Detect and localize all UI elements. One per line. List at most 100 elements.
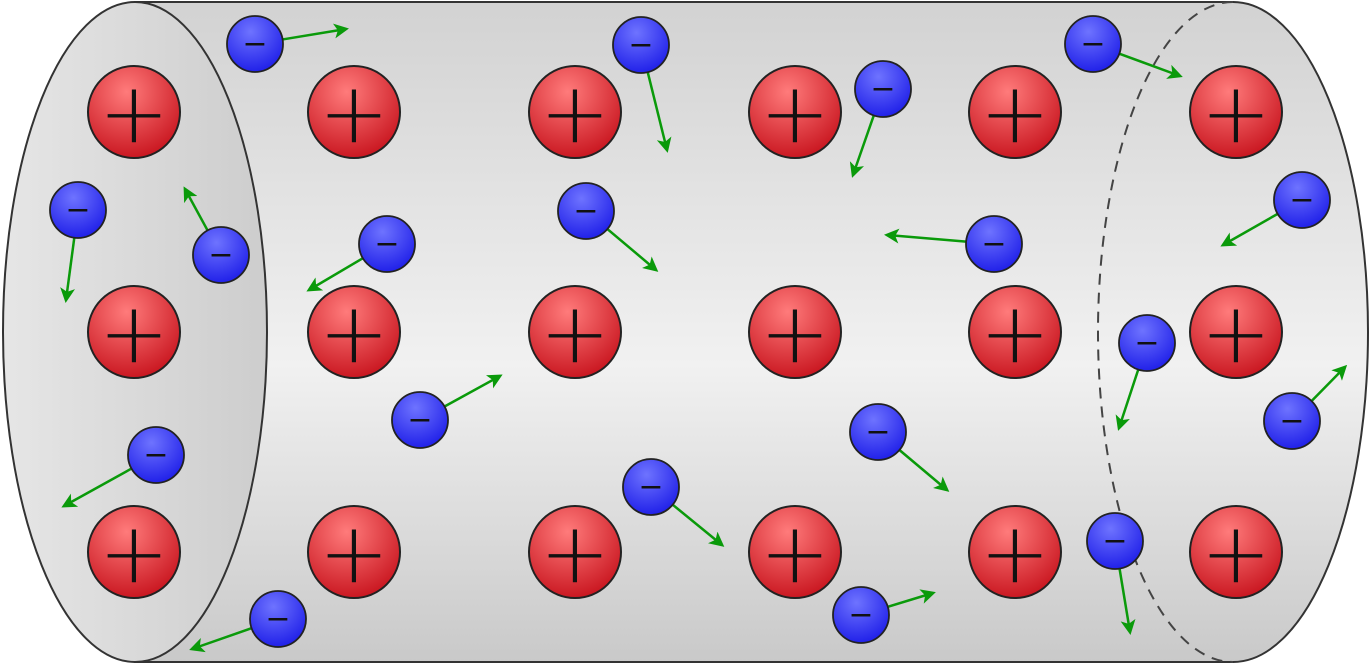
- plus-sign: +: [980, 64, 1050, 162]
- minus-sign: −: [638, 470, 663, 505]
- positive-ion: +: [968, 284, 1062, 382]
- plus-sign: +: [760, 64, 830, 162]
- ion-circle: [528, 505, 622, 599]
- plus-sign: +: [319, 504, 389, 602]
- positive-ion: +: [87, 64, 181, 162]
- plus-sign: +: [540, 284, 610, 382]
- positive-ion: +: [87, 284, 181, 382]
- electron: −: [557, 182, 615, 240]
- ion-circle: [307, 505, 401, 599]
- velocity-arrow: [60, 237, 76, 303]
- plus-sign: +: [540, 64, 610, 162]
- positive-ion: +: [307, 284, 401, 382]
- positive-ion: +: [528, 504, 622, 602]
- electron-circle: [1118, 314, 1176, 372]
- velocity-arrow: [1115, 369, 1140, 431]
- minus-sign: −: [870, 72, 895, 107]
- ion-circle: [307, 65, 401, 159]
- electron-circle: [358, 215, 416, 273]
- velocity-arrow: [884, 228, 967, 244]
- minus-sign: −: [242, 27, 267, 62]
- electron-circle: [1273, 171, 1331, 229]
- positive-ions: + + + + + + + + + + + + + + + + + +: [87, 64, 1283, 602]
- ion-circle: [968, 505, 1062, 599]
- conductor-hidden-edge: [1097, 1, 1234, 663]
- positive-ion: +: [87, 504, 181, 602]
- velocity-arrow: [606, 228, 659, 272]
- plus-sign: +: [760, 284, 830, 382]
- minus-sign: −: [407, 403, 432, 438]
- minus-sign: −: [848, 598, 873, 633]
- electron-circle: [127, 426, 185, 484]
- electron: −: [1263, 392, 1321, 450]
- electrons: −−−−−−−−−−−−−−−−−−−: [49, 15, 1331, 648]
- electron-circle: [612, 16, 670, 74]
- minus-sign: −: [1134, 326, 1159, 361]
- electron: −: [391, 391, 449, 449]
- plus-sign: +: [1201, 284, 1271, 382]
- velocity-arrow: [849, 115, 875, 178]
- positive-ion: +: [528, 284, 622, 382]
- ion-circle: [968, 285, 1062, 379]
- electron: −: [249, 590, 307, 648]
- velocity-arrow: [1118, 52, 1183, 79]
- velocity-arrow: [646, 71, 672, 153]
- plus-sign: +: [99, 64, 169, 162]
- ion-circle: [1189, 285, 1283, 379]
- velocity-arrow: [887, 589, 936, 609]
- electron-circle: [49, 181, 107, 239]
- ion-circle: [748, 65, 842, 159]
- ion-circle: [87, 65, 181, 159]
- plus-sign: +: [1201, 64, 1271, 162]
- ion-circle: [748, 285, 842, 379]
- ion-circle: [1189, 65, 1283, 159]
- electron: −: [612, 16, 670, 74]
- minus-sign: −: [1080, 27, 1105, 62]
- electron: −: [965, 215, 1023, 273]
- electron: −: [1118, 314, 1176, 372]
- minus-sign: −: [573, 194, 598, 229]
- velocity-arrow: [189, 627, 252, 653]
- plus-sign: +: [540, 504, 610, 602]
- positive-ion: +: [1189, 284, 1283, 382]
- electron-circle: [192, 226, 250, 284]
- ion-circle: [87, 285, 181, 379]
- electron: −: [622, 458, 680, 516]
- positive-ion: +: [1189, 64, 1283, 162]
- minus-sign: −: [981, 227, 1006, 262]
- ion-circle: [748, 505, 842, 599]
- electron: −: [849, 403, 907, 461]
- electron-circle: [849, 403, 907, 461]
- velocity-arrow: [61, 467, 133, 508]
- velocity-arrow: [306, 257, 364, 292]
- minus-sign: −: [374, 227, 399, 262]
- ion-circle: [528, 65, 622, 159]
- velocity-arrow: [1220, 212, 1279, 247]
- plus-sign: +: [760, 504, 830, 602]
- positive-ion: +: [968, 64, 1062, 162]
- plus-sign: +: [980, 504, 1050, 602]
- minus-sign: −: [865, 415, 890, 450]
- positive-ion: +: [748, 64, 842, 162]
- velocity-arrows: [60, 23, 1348, 653]
- electron-circle: [226, 15, 284, 73]
- minus-sign: −: [65, 193, 90, 228]
- electron: −: [1086, 512, 1144, 570]
- velocity-arrow: [898, 449, 950, 492]
- electron: −: [192, 226, 250, 284]
- positive-ion: +: [968, 504, 1062, 602]
- positive-ion: +: [528, 64, 622, 162]
- positive-ion: +: [307, 64, 401, 162]
- plus-sign: +: [319, 284, 389, 382]
- plus-sign: +: [1201, 504, 1271, 602]
- electron: −: [49, 181, 107, 239]
- electron-circle: [249, 590, 307, 648]
- ion-circle: [968, 65, 1062, 159]
- plus-sign: +: [319, 64, 389, 162]
- electron: −: [127, 426, 185, 484]
- minus-sign: −: [1279, 404, 1304, 439]
- plus-sign: +: [980, 284, 1050, 382]
- ion-circle: [307, 285, 401, 379]
- minus-sign: −: [143, 438, 168, 473]
- electron-circle: [854, 60, 912, 118]
